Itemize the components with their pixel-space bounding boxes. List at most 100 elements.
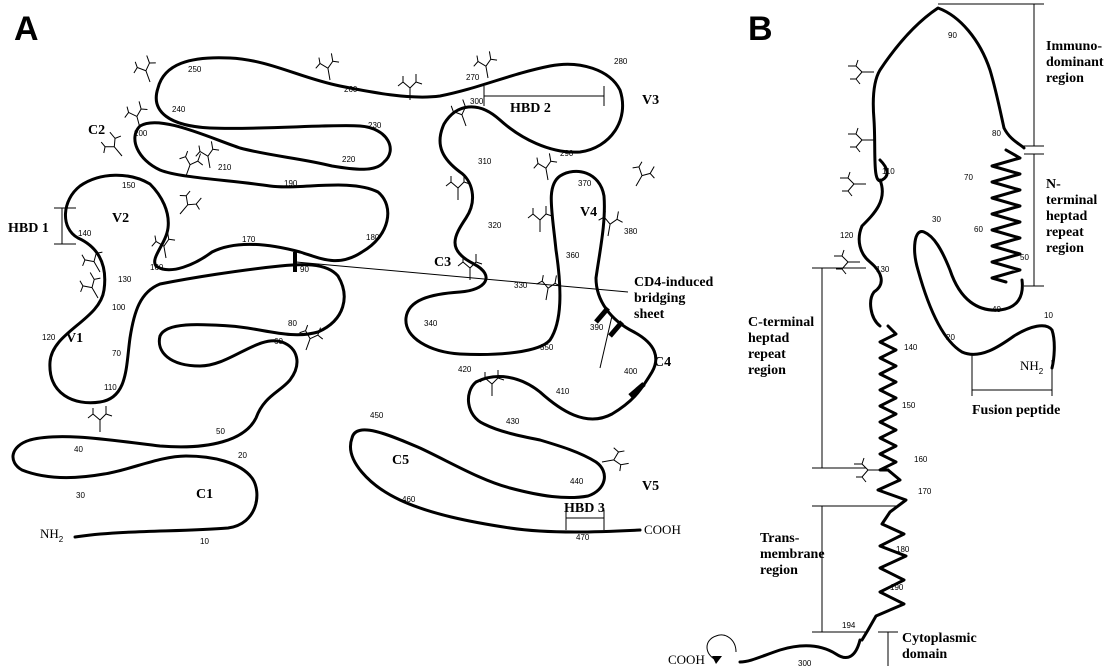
res-a-290: 290 xyxy=(560,149,574,158)
glycan-a-22 xyxy=(171,186,206,221)
res-a-170: 170 xyxy=(242,235,256,244)
glycan-a-20 xyxy=(295,321,326,354)
transmembrane-line2: membrane xyxy=(760,547,825,562)
panel-b-letter: B xyxy=(748,10,773,48)
res-a-60: 60 xyxy=(274,337,283,346)
n-terminal-line2: terminal xyxy=(1046,193,1097,208)
res-a-430: 430 xyxy=(506,417,520,426)
res-a-390: 390 xyxy=(590,323,604,332)
res-a-110: 110 xyxy=(104,383,117,392)
res-a-250: 250 xyxy=(188,65,202,74)
cooh-arrow-head xyxy=(712,656,722,664)
region-c3: C3 xyxy=(434,255,451,270)
glycan-b-4 xyxy=(834,250,860,274)
res-a-380: 380 xyxy=(624,227,638,236)
res-a-30: 30 xyxy=(76,491,85,500)
glycan-b-3 xyxy=(840,172,866,196)
glycan-a-2 xyxy=(122,100,152,131)
glycan-b-1 xyxy=(848,60,874,84)
region-v4: V4 xyxy=(580,205,597,220)
n-terminal-line3: heptad xyxy=(1046,209,1087,224)
glycan-a-23 xyxy=(480,370,504,396)
res-a-180: 180 xyxy=(366,233,380,242)
res-a-260: 260 xyxy=(344,85,358,94)
res-a-130: 130 xyxy=(118,275,132,284)
res-a-420: 420 xyxy=(458,365,472,374)
glycan-a-21 xyxy=(150,230,178,260)
a-cooh-label: COOH xyxy=(644,522,681,537)
res-b-150: 150 xyxy=(902,401,916,410)
res-a-40: 40 xyxy=(74,445,83,454)
glycan-a-19 xyxy=(88,406,112,432)
res-b-110: 110 xyxy=(882,167,895,176)
res-a-300: 300 xyxy=(470,97,484,106)
region-hbd1: HBD 1 xyxy=(8,221,49,236)
cytoplasmic-bracket xyxy=(878,632,898,666)
glycan-a-1 xyxy=(130,53,161,86)
bridging-sheet-connector xyxy=(296,262,628,292)
res-a-460: 460 xyxy=(402,495,416,504)
gp120-backbone xyxy=(13,58,656,537)
res-a-50: 50 xyxy=(216,427,225,436)
res-a-190: 190 xyxy=(284,179,298,188)
cd4-label-line2: bridging xyxy=(634,291,685,306)
c-terminal-line2: heptad xyxy=(748,331,789,346)
res-a-320: 320 xyxy=(488,221,502,230)
region-c5: C5 xyxy=(392,453,409,468)
res-a-330: 330 xyxy=(514,281,528,290)
res-a-220: 220 xyxy=(342,155,356,164)
res-a-240: 240 xyxy=(172,105,186,114)
res-b-140: 140 xyxy=(904,343,918,352)
glycan-a-6 xyxy=(314,52,342,82)
region-c2: C2 xyxy=(88,123,105,138)
res-a-20: 20 xyxy=(238,451,247,460)
res-b-130: 130 xyxy=(876,265,890,274)
b-nh2-label: NH2 xyxy=(1020,358,1044,376)
res-a-370: 370 xyxy=(578,179,592,188)
region-v3: V3 xyxy=(642,93,659,108)
res-b-194: 194 xyxy=(842,621,856,630)
transmembrane-line1: Trans- xyxy=(760,531,800,546)
res-b-190: 190 xyxy=(890,583,904,592)
fusion-peptide-label: Fusion peptide xyxy=(972,403,1060,418)
glycan-b-5 xyxy=(854,458,880,482)
res-b-90: 90 xyxy=(948,31,957,40)
immunodominant-line1: Immuno- xyxy=(1046,39,1102,54)
res-a-410: 410 xyxy=(556,387,570,396)
glycan-b-2 xyxy=(848,128,874,152)
res-a-90: 90 xyxy=(300,265,309,274)
res-a-400: 400 xyxy=(624,367,638,376)
res-a-310: 310 xyxy=(478,157,492,166)
region-hbd3: HBD 3 xyxy=(564,501,605,516)
cd4-label-line1: CD4-induced xyxy=(634,275,714,290)
res-a-470: 470 xyxy=(576,533,590,542)
res-a-270: 270 xyxy=(466,73,480,82)
res-b-40: 40 xyxy=(992,305,1001,314)
res-a-10: 10 xyxy=(200,537,209,546)
region-v5: V5 xyxy=(642,479,659,494)
res-a-230: 230 xyxy=(368,121,382,130)
immunodominant-line3: region xyxy=(1046,71,1084,86)
bridging-marker-1 xyxy=(596,308,608,322)
immunodominant-line2: dominant xyxy=(1046,55,1104,70)
res-b-10: 10 xyxy=(1044,311,1053,320)
res-a-360: 360 xyxy=(566,251,580,260)
glycan-a-14 xyxy=(626,157,660,192)
res-b-80: 80 xyxy=(992,129,1001,138)
a-nh2-label: NH2 xyxy=(40,526,64,544)
res-b-20: 20 xyxy=(946,333,955,342)
residue-numbers-b: 10 20 30 40 50 60 70 80 90 110 120 130 1… xyxy=(798,31,1053,668)
res-b-50: 50 xyxy=(1020,253,1029,262)
res-b-120: 120 xyxy=(840,231,854,240)
region-v2: V2 xyxy=(112,211,129,226)
res-a-160: 160 xyxy=(150,263,164,272)
res-a-450: 450 xyxy=(370,411,384,420)
n-terminal-bracket xyxy=(1024,154,1044,286)
res-a-340: 340 xyxy=(424,319,438,328)
region-v1: V1 xyxy=(66,331,83,346)
residue-numbers-a: 10 20 30 40 50 60 70 80 90 100 110 120 1… xyxy=(42,57,638,546)
cytoplasmic-line2: domain xyxy=(902,647,947,662)
bridging-marker-2 xyxy=(610,322,622,336)
n-terminal-line5: region xyxy=(1046,241,1084,256)
res-b-170: 170 xyxy=(918,487,932,496)
